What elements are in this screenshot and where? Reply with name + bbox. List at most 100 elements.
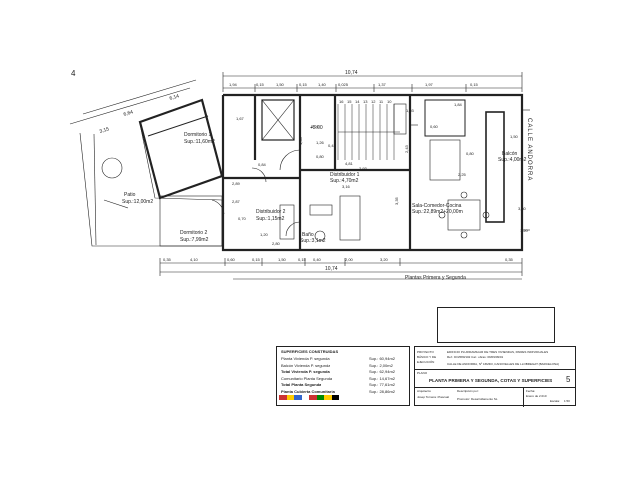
inner-dim: 2,93 xyxy=(359,166,368,171)
inner-dim: 0,84 xyxy=(258,162,267,167)
top-dim: 0,025 xyxy=(338,82,349,87)
top-dim: 1,97 xyxy=(425,82,434,87)
surface-value: Sup.: 62,94m2 xyxy=(369,369,396,375)
bottom-dim: 0,60 xyxy=(227,257,236,262)
bottom-dim: 4,10 xyxy=(190,257,199,262)
bottom-dim: 2,00 xyxy=(345,257,354,262)
room-bano-name: Baño xyxy=(302,232,314,238)
stair-number: 14 xyxy=(355,99,360,104)
bottom-dim: 0,15 xyxy=(252,257,261,262)
bottom-dim: 3,20 xyxy=(380,257,389,262)
room-dormitorio-1-area: Sup.:11,60m2 xyxy=(184,139,215,145)
inner-dim: 0,70 xyxy=(238,216,247,221)
room-balcon-area: Sup.:4,00m2 xyxy=(498,157,527,163)
bottom-dim: 1,50 xyxy=(278,257,287,262)
surface-label: Total Vivienda P. segunda xyxy=(281,369,330,375)
inner-dim: 3,80 xyxy=(518,206,527,211)
bottom-dim: 0,15 xyxy=(298,257,307,262)
inner-dim: 0,80 xyxy=(316,154,325,159)
left-dim-1: 3,15 xyxy=(99,126,110,135)
inner-dim: 1,50 xyxy=(510,134,519,139)
room-dormitorio-2-name: Dormitorio 2 xyxy=(180,230,207,236)
flags-strip xyxy=(279,395,339,400)
inner-dim: 0,41 xyxy=(328,143,337,148)
inner-dim: 1,84 xyxy=(454,102,463,107)
left-dim-2: 6,64 xyxy=(123,109,134,118)
top-dim: 0,15 xyxy=(299,82,308,87)
top-dim: 1,40 xyxy=(318,82,327,87)
inner-dim: 1,20 xyxy=(260,232,269,237)
inner-dim: 1,00 xyxy=(298,136,303,145)
surface-value: Sup.: 77,61m2 xyxy=(369,382,396,388)
page-mark: 4 xyxy=(71,69,76,78)
left-dim-3: 6,14 xyxy=(169,93,180,102)
inner-dim: 2,80 xyxy=(272,241,281,246)
inner-dim: 1,67 xyxy=(236,116,245,121)
fecha-label: Fecha: xyxy=(526,389,536,393)
surface-value: Sup.: 28,86m2 xyxy=(369,389,396,394)
surfaces-title: SUPERFICIES CONSTRUIDAS xyxy=(281,349,339,354)
room-bano-area: Sup.:3,1m2 xyxy=(300,238,326,244)
street-label: CALLE ANDORRA xyxy=(526,118,532,181)
escala-value: 1:50 xyxy=(564,399,570,403)
inner-dim: 2,89 xyxy=(232,181,241,186)
room-balcon-name: Balcón xyxy=(502,151,518,157)
stair-number: 16 xyxy=(339,99,344,104)
room-dormitorio-2-area: Sup.:7,99m2 xyxy=(180,237,209,243)
room-patio-area: Sup.:12,00m2 xyxy=(122,199,153,205)
inner-dim: 1,20 xyxy=(520,228,529,233)
stair-number: 13 xyxy=(363,99,368,104)
room-patio-name: Patio xyxy=(124,192,136,198)
top-dim: 1,50 xyxy=(276,82,285,87)
bottom-total: 10,74 xyxy=(325,266,338,272)
stair-number: 11 xyxy=(379,99,384,104)
project-address: CALLE DE ANDORRA, Nº 16MD3 ,CANOVELLES D… xyxy=(447,362,560,366)
arquitecto-value: Josep Tornera i Pascual xyxy=(417,395,449,399)
surface-value: Sup.: 60,94m2 xyxy=(369,356,396,361)
firma-label: Descripción por: xyxy=(457,389,479,393)
surface-label: Planta Vivienda P. segunda xyxy=(281,356,330,361)
room-distribuidor-2-area: Sup.:1,15m2 xyxy=(256,216,285,222)
inner-dim: 2,87 xyxy=(232,199,241,204)
room-dormitorio-1-name: Dormitorio 1 xyxy=(184,132,211,138)
surfaces-table: SUPERFICIES CONSTRUIDAS Planta Vivienda … xyxy=(276,346,410,406)
surface-label: Total Planta Segunda xyxy=(281,382,322,388)
top-dim: 0,15 xyxy=(470,82,479,87)
project-label: PROYECTO BÁSICO Y DE EJECUCIÓN xyxy=(417,350,437,364)
stair-number: 12 xyxy=(371,99,376,104)
bottom-dim: 0,40 xyxy=(313,257,322,262)
plano-title: PLANTA PRIMERA Y SEGUNDA, COTAS Y SUPERF… xyxy=(429,378,553,383)
signature-box xyxy=(437,307,555,343)
surface-value: Sup.: 14,67m2 xyxy=(369,375,396,381)
surface-value: Sup.: 2,00m2 xyxy=(369,362,393,368)
inner-dim: 2,25 xyxy=(458,172,467,177)
project-desc: EDIFICIO PLURIFAMILIAR DE TRES VIVIENDAS… xyxy=(447,350,549,354)
inner-dim: 0,80 xyxy=(466,151,475,156)
escala-label: Escala: xyxy=(550,399,560,403)
inner-dim: 3,35 xyxy=(394,196,399,205)
title-block: PROYECTO BÁSICO Y DE EJECUCIÓN EDIFICIO … xyxy=(414,346,576,407)
top-dim: 1,37 xyxy=(378,82,387,87)
fecha-value: Enero de 2.010 xyxy=(526,394,547,398)
inner-dim: 0,60 xyxy=(430,124,439,129)
room-sala-area: Sup.:22,89m2+20,00m xyxy=(412,209,463,215)
surface-label: Balcón Vivienda P. segunda xyxy=(281,362,331,368)
inner-dim: 3,16 xyxy=(342,184,351,189)
top-dim: 1,94 xyxy=(229,82,238,87)
surface-label: Planta Cubierta Comunitaria xyxy=(281,389,335,394)
plano-number: 5 xyxy=(566,375,571,384)
bottom-dim: 0,35 xyxy=(163,257,172,262)
stair-number: 10 xyxy=(387,99,392,104)
stair-level: +5.00 xyxy=(310,125,323,131)
promotor-value: Promotor: Desarrollamento SL xyxy=(457,397,498,401)
inner-dim: 2,26 xyxy=(311,124,320,129)
project-ref: Ref.: DO/680/102 Cal.: obras: 09/09/09/0… xyxy=(447,355,504,359)
inner-dim: 2,43 xyxy=(404,144,409,153)
total-width: 10,74 xyxy=(345,70,358,76)
plan-caption: Plantas Primera y Segunda xyxy=(405,275,466,281)
